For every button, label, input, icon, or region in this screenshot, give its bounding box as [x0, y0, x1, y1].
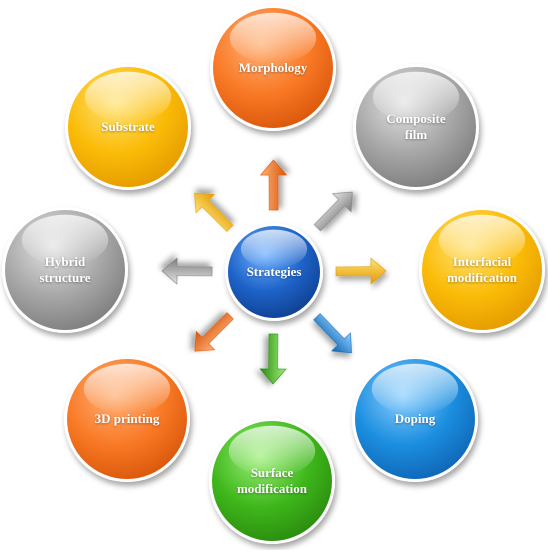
arrow-to-composite-film: [313, 191, 353, 232]
node-hybrid-structure: [2, 207, 128, 333]
node-3d-printing-gloss: [83, 363, 171, 415]
node-3d-printing: [64, 356, 190, 482]
arrow-to-3d-printing: [194, 312, 234, 352]
node-substrate-gloss: [84, 71, 172, 123]
node-interfacial-modification-gloss: [438, 214, 526, 266]
node-surface-modification-gloss: [228, 425, 316, 477]
center-node: [225, 223, 323, 321]
arrow-to-interfacial-modification: [335, 257, 387, 285]
node-hybrid-structure-gloss: [21, 214, 109, 266]
node-doping-gloss: [371, 363, 459, 415]
node-interfacial-modification: [419, 207, 545, 333]
arrow-to-morphology: [259, 159, 288, 211]
node-morphology-gloss: [229, 12, 317, 64]
node-substrate: [65, 64, 191, 190]
nodes-layer: [2, 5, 545, 544]
arrow-to-surface-modification: [259, 333, 287, 385]
arrow-to-substrate: [194, 192, 234, 232]
center-node-gloss: [240, 229, 308, 269]
node-surface-modification: [209, 418, 335, 544]
node-composite-film-gloss: [372, 71, 460, 123]
arrow-to-hybrid-structure: [161, 257, 213, 285]
node-doping: [352, 356, 478, 482]
arrows-layer: [161, 159, 387, 385]
arrow-to-doping: [313, 313, 352, 354]
node-composite-film: [353, 64, 479, 190]
node-morphology: [210, 5, 336, 131]
